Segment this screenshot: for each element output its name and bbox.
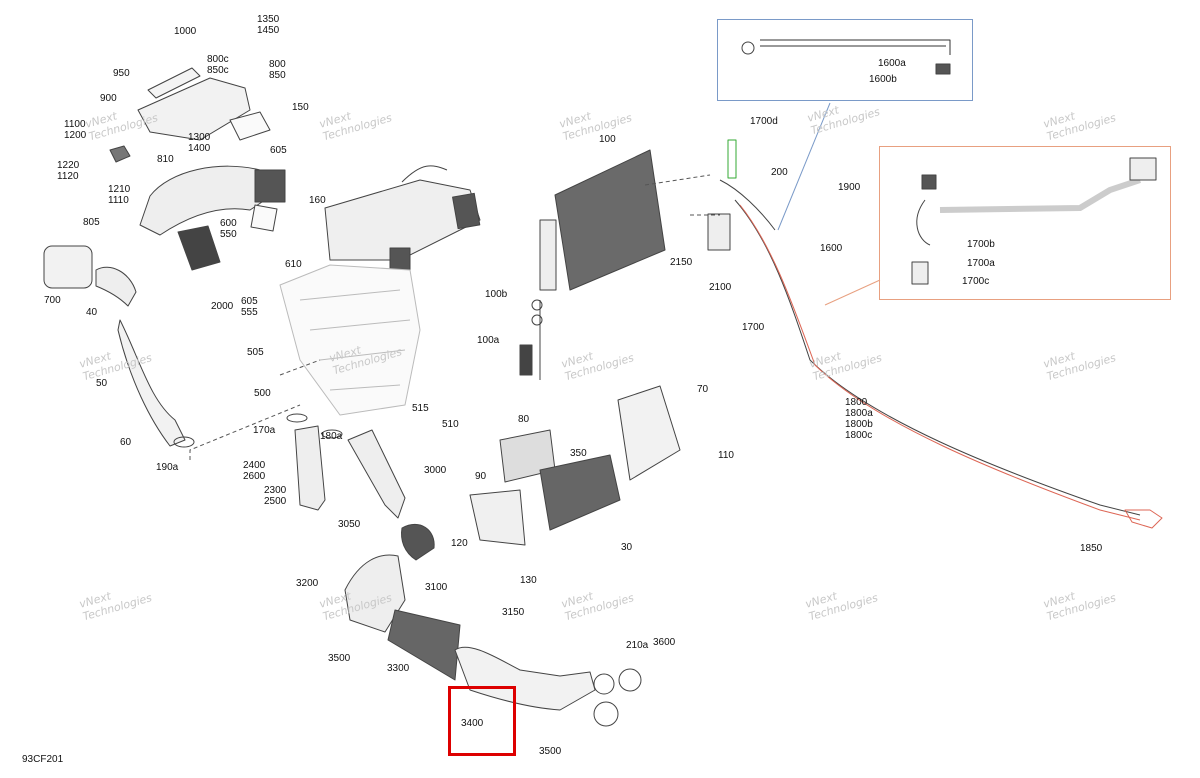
- top-inset-hose: [741, 39, 951, 75]
- part-label: 1800 1800a 1800b 1800c: [845, 397, 873, 441]
- part-label: 1700d: [750, 116, 778, 127]
- part-label: 3000: [424, 465, 447, 476]
- part-label: 130: [520, 575, 537, 586]
- part-label: 1600: [820, 243, 843, 254]
- part-label: 1700a: [967, 258, 995, 269]
- part-label: 1600a: [878, 58, 906, 69]
- part-label: 1350 1450: [257, 14, 280, 36]
- part-label: 1300 1400: [188, 132, 211, 154]
- radiator: [519, 149, 666, 380]
- part-label: 2400 2600: [243, 460, 266, 482]
- part-label: 3200: [296, 578, 319, 589]
- part-label: 180a: [320, 431, 343, 442]
- detail-inset-right: [879, 146, 1171, 300]
- coolant-hoses: [707, 139, 1163, 529]
- part-label: 3500: [539, 746, 562, 757]
- part-label: 30: [621, 542, 633, 553]
- part-label: 350: [570, 448, 587, 459]
- part-label: 3500: [328, 653, 351, 664]
- part-label: 600 550: [220, 218, 237, 240]
- part-label: 950: [113, 68, 130, 79]
- part-label: 610: [285, 259, 302, 270]
- part-label: 510: [442, 419, 459, 430]
- part-label: 1700b: [967, 239, 995, 250]
- part-label: 1000: [174, 26, 197, 37]
- part-label: 90: [475, 471, 487, 482]
- part-label: 2100: [709, 282, 732, 293]
- center-ducts: [286, 413, 435, 561]
- part-label: 515: [412, 403, 429, 414]
- part-label: 2000: [211, 301, 234, 312]
- part-label: 160: [309, 195, 326, 206]
- part-label: 2150: [670, 257, 693, 268]
- part-label: 3150: [502, 607, 525, 618]
- part-label: 3050: [338, 519, 361, 530]
- part-label: 100: [599, 134, 616, 145]
- part-label: 1100 1200: [64, 119, 87, 141]
- part-label: 1700: [742, 322, 765, 333]
- part-label: 3600: [653, 637, 676, 648]
- detail-inset-top: [717, 19, 973, 101]
- part-label: 120: [451, 538, 468, 549]
- part-label: 200: [771, 167, 788, 178]
- grille-panels: [469, 385, 681, 546]
- part-label: 505: [247, 347, 264, 358]
- part-label: 100a: [477, 335, 500, 346]
- part-label: 1900: [838, 182, 861, 193]
- diagram-id: 93CF201: [22, 754, 64, 765]
- part-label: 1220 1120: [57, 160, 80, 182]
- part-label: 100b: [485, 289, 508, 300]
- highlighted-part-box: [448, 686, 516, 756]
- part-label: 3300: [387, 663, 410, 674]
- part-label: 1210 1110: [108, 184, 131, 206]
- part-label: 800c 850c: [207, 54, 229, 76]
- part-label: 800 850: [269, 59, 286, 81]
- part-label: 3100: [425, 582, 448, 593]
- part-label: 150: [292, 102, 309, 113]
- part-label: 70: [697, 384, 709, 395]
- part-label: 700: [44, 295, 61, 306]
- part-label: 190a: [156, 462, 179, 473]
- part-label: 810: [157, 154, 174, 165]
- right-inset-hose: [911, 157, 1157, 285]
- part-label: 3400: [461, 718, 484, 729]
- part-label: 605: [270, 145, 287, 156]
- part-label: 1600b: [869, 74, 897, 85]
- part-label: 900: [100, 93, 117, 104]
- heater-box: [279, 264, 421, 416]
- part-label: 1850: [1080, 543, 1103, 554]
- part-label: 80: [518, 414, 530, 425]
- upper-duct-assembly: [109, 67, 481, 275]
- part-label: 2300 2500: [264, 485, 287, 507]
- part-label: 110: [718, 450, 734, 461]
- part-label: 170a: [253, 425, 276, 436]
- part-label: 40: [86, 307, 98, 318]
- lower-duct-assembly: [344, 554, 642, 727]
- part-label: 500: [254, 388, 271, 399]
- part-label: 805: [83, 217, 100, 228]
- part-label: 605 555: [241, 296, 258, 318]
- part-label: 60: [120, 437, 132, 448]
- left-intake: [43, 245, 195, 448]
- part-label: 210a: [626, 640, 649, 651]
- part-label: 50: [96, 378, 108, 389]
- part-label: 1700c: [962, 276, 990, 287]
